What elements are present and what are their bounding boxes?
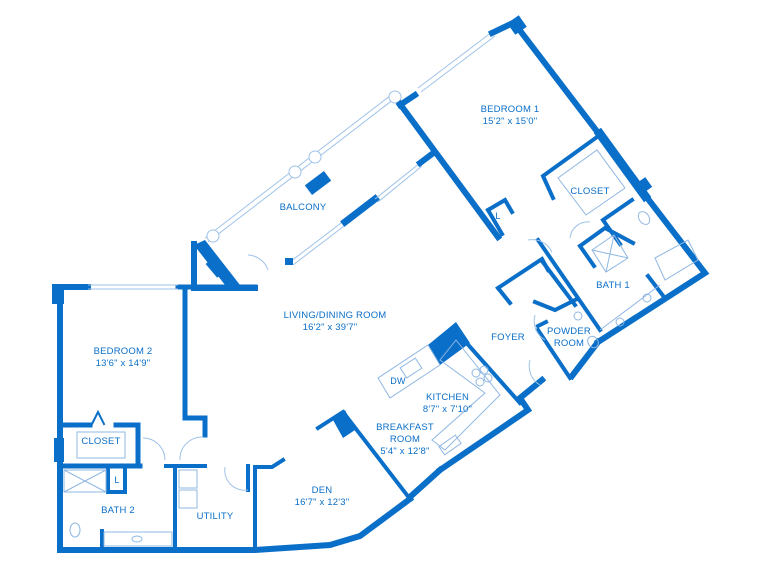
room-name-2: ROOM — [389, 434, 421, 445]
room-label-closet1: CLOSET — [565, 186, 615, 198]
room-name: BEDROOM 2 — [93, 346, 153, 357]
linen-label-bath1: L — [495, 211, 501, 221]
bedroom1-windows — [417, 31, 496, 93]
room-name-2: ROOM — [553, 338, 585, 349]
room-name: UTILITY — [196, 511, 234, 522]
balcony-railing — [204, 90, 402, 243]
balcony-doors — [285, 149, 437, 266]
room-label-balcony: BALCONY — [268, 202, 338, 214]
room-dimensions: 16'7" x 12'3" — [294, 497, 350, 508]
room-dimensions: 8'7" x 7'10" — [422, 404, 473, 415]
room-label-utility: UTILITY — [190, 511, 240, 523]
room-name: BEDROOM 1 — [480, 104, 540, 115]
room-dimensions: 13'6" x 14'9" — [95, 358, 151, 369]
room-label-breakfast: BREAKFAST ROOM 5'4" x 12'8" — [370, 422, 440, 458]
walls — [52, 15, 710, 553]
room-label-den: DEN 16'7" x 12'3" — [282, 485, 362, 509]
room-label-foyer: FOYER — [488, 332, 528, 344]
dishwasher-label: DW — [390, 376, 406, 386]
room-label-bath2: BATH 2 — [98, 505, 138, 517]
room-name: DEN — [311, 485, 333, 496]
room-name: POWDER — [547, 326, 591, 337]
room-name: KITCHEN — [425, 392, 470, 403]
room-name: FOYER — [491, 332, 525, 343]
room-label-bedroom2: BEDROOM 2 13'6" x 14'9" — [83, 346, 163, 370]
room-dimensions: 15'2" x 15'0" — [482, 116, 538, 127]
room-name: LIVING/DINING ROOM — [283, 310, 387, 321]
door-swings — [142, 221, 591, 491]
room-label-kitchen: KITCHEN 8'7" x 7'10" — [415, 392, 480, 416]
fixtures — [63, 149, 699, 547]
room-label-powder: POWDER ROOM — [543, 326, 595, 350]
room-name: BATH 2 — [101, 505, 135, 516]
room-label-closet2: CLOSET — [78, 436, 124, 448]
room-label-bath1: BATH 1 — [593, 280, 633, 292]
room-name: CLOSET — [570, 186, 610, 197]
room-name: BREAKFAST — [376, 422, 434, 433]
room-label-bedroom1: BEDROOM 1 15'2" x 15'0" — [470, 104, 550, 128]
room-dimensions: 16'2" x 39'7" — [302, 322, 358, 333]
room-name: BATH 1 — [596, 280, 630, 291]
room-label-living: LIVING/DINING ROOM 16'2" x 39'7" — [270, 310, 400, 334]
room-name: BALCONY — [279, 202, 327, 213]
room-name: CLOSET — [81, 436, 121, 447]
linen-label-bath2: L — [114, 475, 120, 485]
room-dimensions: 5'4" x 12'8" — [380, 446, 430, 457]
